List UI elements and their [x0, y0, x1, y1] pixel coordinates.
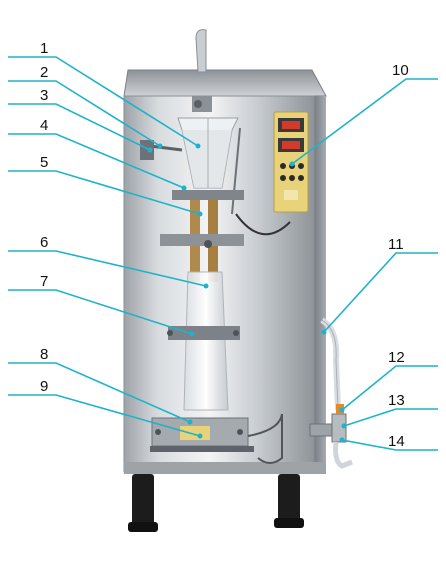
- callout-label-10: 10: [392, 62, 409, 79]
- callout-label-1: 1: [40, 40, 48, 57]
- callout-label-4: 4: [40, 117, 48, 134]
- callout-labels: 1 2 3 4 5 6 7 8 9 10 11 12 13 14: [40, 40, 409, 450]
- leader-dot: [197, 433, 203, 439]
- leader-2: [8, 80, 161, 147]
- leader-3: [8, 103, 151, 151]
- leader-dot: [203, 283, 209, 289]
- bolt: [155, 429, 161, 435]
- roll-arm-left: [149, 144, 183, 152]
- leader-14: [341, 439, 438, 451]
- leg-right-foot: [274, 518, 304, 528]
- cable-top: [235, 213, 291, 236]
- leader-dot: [339, 437, 345, 443]
- leader-dot: [321, 329, 327, 335]
- roll-holder: [140, 140, 154, 160]
- leader-12: [341, 365, 438, 411]
- leader-endpoints: [147, 143, 347, 443]
- film-former: [177, 117, 239, 189]
- leader-11: [323, 252, 438, 333]
- cable: [247, 413, 283, 464]
- leader-dot: [341, 423, 347, 429]
- callout-label-11: 11: [388, 236, 404, 253]
- leader-dot: [157, 143, 163, 149]
- leader-dot: [289, 161, 295, 167]
- horizontal-sealer: [150, 417, 254, 452]
- callout-label-2: 2: [40, 64, 48, 81]
- leader-4: [8, 133, 185, 189]
- leader-dot: [197, 211, 203, 217]
- jaw-bracket: [160, 234, 244, 246]
- leader-7: [8, 289, 193, 335]
- leader-dot: [147, 147, 153, 153]
- pouch-clamp: [168, 326, 240, 340]
- leader-6: [8, 250, 207, 287]
- inlet-pipe: [195, 29, 207, 73]
- bolt: [237, 429, 243, 435]
- leg-left: [132, 474, 154, 530]
- leader-8: [8, 362, 191, 423]
- legs: [128, 474, 304, 532]
- leg-right: [278, 474, 300, 524]
- callout-label-3: 3: [40, 87, 48, 104]
- top-cover: [123, 69, 327, 97]
- bolt: [233, 330, 239, 336]
- leader-dot: [189, 331, 195, 337]
- callout-label-6: 6: [40, 234, 48, 251]
- drain-hose: [333, 441, 353, 469]
- base-band: [124, 462, 326, 474]
- leader-dot: [339, 407, 345, 413]
- side-panel: [312, 96, 326, 472]
- film-tube: [183, 271, 229, 411]
- leader-lines: [8, 56, 438, 451]
- callout-label-14: 14: [388, 433, 405, 450]
- callout-label-7: 7: [40, 273, 48, 290]
- leader-13: [343, 408, 438, 427]
- leg-left-foot: [128, 522, 158, 532]
- side-hose-outline: [321, 319, 339, 411]
- leader-5: [8, 170, 201, 215]
- leader-10: [291, 78, 438, 165]
- bolt: [167, 330, 173, 336]
- callout-label-13: 13: [388, 392, 405, 409]
- bolt: [204, 240, 212, 248]
- callout-label-5: 5: [40, 154, 48, 171]
- callout-label-8: 8: [40, 346, 48, 363]
- leader-dot: [181, 185, 187, 191]
- callout-label-9: 9: [40, 378, 48, 395]
- callout-label-12: 12: [388, 349, 405, 366]
- leader-9: [8, 394, 201, 437]
- leader-dot: [187, 419, 193, 425]
- leader-dot: [195, 143, 201, 149]
- bolt: [194, 100, 202, 108]
- leader-1: [8, 56, 199, 147]
- guide-bar: [172, 190, 244, 200]
